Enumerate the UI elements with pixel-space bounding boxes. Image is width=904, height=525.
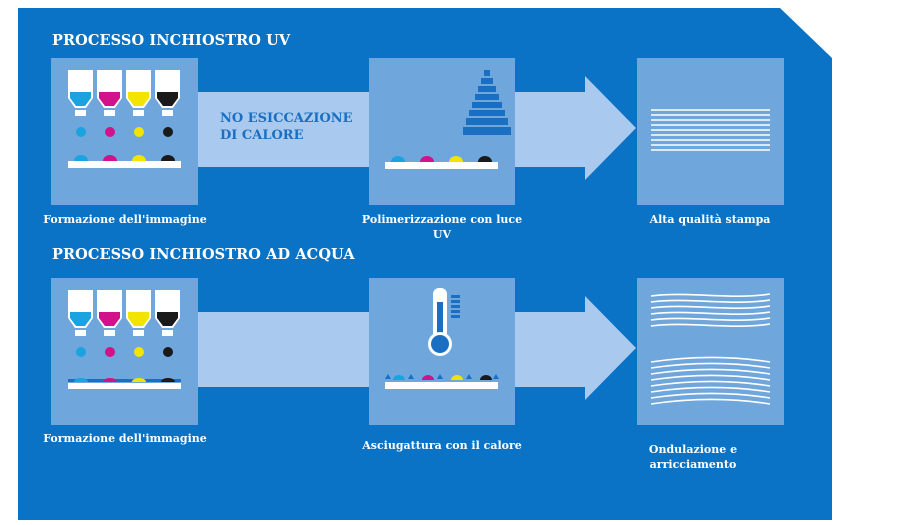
uv-light-pyramid-icon xyxy=(385,70,511,169)
water-arrow-2 xyxy=(513,296,636,400)
uv-panel-high-quality xyxy=(637,58,784,205)
flat-print-lines-icon xyxy=(651,109,770,151)
uv-caption-high-quality: Alta qualità stampa xyxy=(649,213,771,226)
uv-arrow-1 xyxy=(196,92,372,167)
ink-bottles-icon xyxy=(68,70,181,168)
uv-panel-uv-curing xyxy=(369,58,515,205)
water-panel-curling xyxy=(637,278,784,425)
bottle-magenta xyxy=(97,290,122,336)
water-arrow-1 xyxy=(196,312,372,387)
water-panel-heat-drying xyxy=(369,278,515,425)
bottle-yellow xyxy=(126,70,151,116)
no-heat-drying-label: NO ESICCAZIONE DI CALORE xyxy=(220,111,353,143)
water-caption-image-formation: Formazione dell'immagine xyxy=(43,432,207,445)
wavy-print-lines-icon xyxy=(650,293,771,405)
water-caption-curling: Ondulazione e arricciamento xyxy=(648,443,738,471)
bottle-cyan xyxy=(68,290,93,336)
bottle-yellow xyxy=(126,290,151,336)
water-process-title: PROCESSO INCHIOSTRO AD ACQUA xyxy=(52,246,355,263)
ink-bottles-icon xyxy=(68,290,181,389)
uv-caption-image-formation: Formazione dell'immagine xyxy=(43,213,207,226)
uv-caption-uv-curing: Polimerizzazione con luce UV xyxy=(361,213,523,241)
water-caption-heat-drying: Asciugattura con il calore xyxy=(362,439,522,452)
uv-process-title: PROCESSO INCHIOSTRO UV xyxy=(52,32,291,49)
water-panel-image-formation xyxy=(51,278,198,425)
bottle-cyan xyxy=(68,70,93,116)
bottle-magenta xyxy=(97,70,122,116)
thermometer-icon xyxy=(385,288,499,389)
bottle-black xyxy=(155,290,180,336)
uv-arrow-2 xyxy=(513,76,636,180)
bottle-black xyxy=(155,70,180,116)
uv-panel-image-formation xyxy=(51,58,198,205)
